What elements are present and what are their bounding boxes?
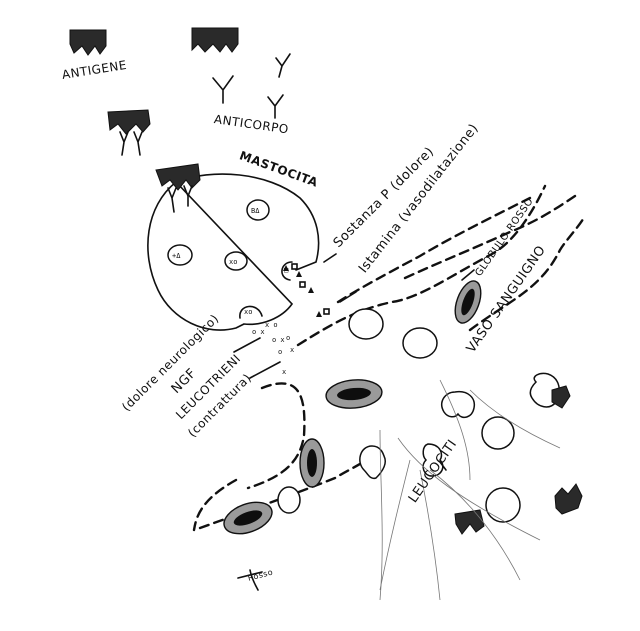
leader-sostanza-p	[323, 253, 337, 263]
released-mediators-right	[283, 263, 330, 317]
antibody-2	[275, 53, 291, 78]
granule-2-label: +Δ	[172, 252, 181, 260]
antigen-2	[191, 27, 239, 53]
signature-scribble	[237, 569, 263, 591]
leader-globulo-rosso	[461, 269, 475, 281]
red-blood-cell-1	[454, 280, 482, 324]
antigen-1	[69, 29, 107, 56]
red-blood-cell-4	[223, 501, 273, 535]
svg-text:o: o	[286, 334, 290, 342]
leukocyte-3	[481, 416, 515, 450]
granule-2: +Δ	[167, 244, 193, 266]
leukocyte-migrating-1	[441, 390, 476, 419]
vessel-wall-bottom-inner	[192, 478, 238, 532]
vessel-wall-upper	[296, 184, 547, 347]
svg-text:x: x	[290, 346, 294, 354]
leader-leucociti	[439, 461, 447, 471]
leukocyte-5	[485, 487, 521, 523]
leukocyte-migrating-4	[422, 443, 444, 477]
leukocyte-migrating-2	[529, 372, 571, 409]
granule-releasing-bottom: xo	[239, 305, 263, 319]
svg-text:o x: o x	[252, 328, 265, 336]
leukocyte-4	[277, 486, 301, 514]
bound-antigen-complex	[155, 163, 201, 213]
red-blood-cell-3	[299, 438, 325, 488]
antigen-tissue-2	[554, 483, 583, 515]
antigen-antibody-complex	[107, 109, 151, 156]
granule-5-label: xo	[244, 308, 252, 316]
released-mediators-bottom: o x x o o x o o x x	[252, 321, 294, 376]
vessel-wall-right	[468, 214, 587, 332]
antibody-3	[267, 94, 284, 119]
vessel-wall-upper-outer	[336, 196, 532, 304]
antibody-1	[212, 75, 234, 104]
leader-leucotrieni	[249, 361, 281, 379]
leukocyte-2	[402, 327, 438, 359]
granule-3-label: xo	[229, 258, 237, 266]
red-blood-cell-2	[325, 379, 383, 409]
svg-text:x o: x o	[265, 321, 278, 329]
granule-3: xo	[224, 251, 248, 271]
svg-text:x: x	[282, 368, 286, 376]
leukocyte-1	[348, 308, 384, 340]
migration-tracks	[379, 379, 561, 601]
svg-text:o: o	[278, 348, 282, 356]
vessel-wall-middle	[403, 192, 580, 280]
granule-1: BΔ	[246, 199, 270, 221]
leukocyte-migrating-3	[359, 445, 387, 480]
antigen-tissue-1	[454, 509, 485, 535]
vessel-wall-lower-left	[246, 382, 306, 490]
leader-istamina	[339, 291, 357, 303]
mast-cell-membrane	[147, 173, 320, 331]
leader-ngf	[233, 337, 261, 353]
granule-1-label: BΔ	[251, 207, 260, 215]
svg-text:o x: o x	[272, 336, 285, 344]
